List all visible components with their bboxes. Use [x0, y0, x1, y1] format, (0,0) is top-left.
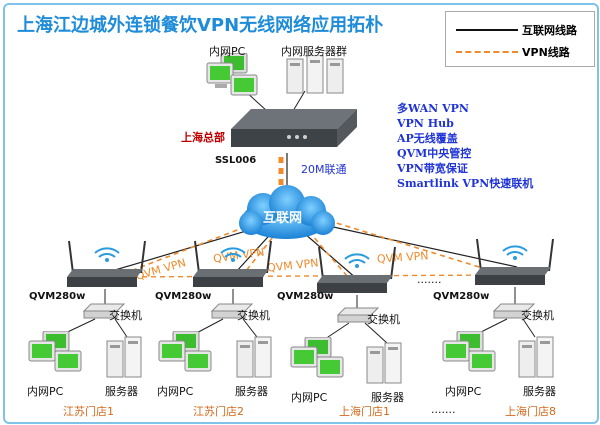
feature-item: Smartlink VPN快速联机 [397, 177, 534, 190]
bottom-ellipsis: ....... [431, 403, 456, 416]
router-wifi-icon [317, 246, 396, 293]
hq-pc-label: 内网PC [209, 45, 246, 58]
vpn-line-4 [316, 216, 506, 276]
feature-item: 多WAN VPN [397, 102, 469, 115]
store-name: 上海门店8 [505, 405, 556, 418]
switch-label: 交换机 [237, 309, 270, 322]
branch-pc-label: 内网PC [445, 385, 482, 398]
feature-item: QVM中央管控 [397, 147, 472, 160]
hq-device-label: SSL006 [215, 155, 257, 166]
branch-server-label: 服务器 [523, 385, 556, 398]
branch-router-label: QVM280w [155, 291, 212, 302]
store-name: 上海门店1 [339, 405, 390, 418]
legend: 互联网线路 VPN线路 [445, 11, 595, 67]
legend-vpn-swatch [456, 51, 518, 53]
branch-server-label: 服务器 [371, 391, 404, 404]
branch-router-1 [65, 237, 149, 289]
vpn-line-2 [240, 226, 282, 278]
vpn-line-5 [114, 274, 506, 278]
pc-cluster-icon [442, 331, 496, 372]
diagram-title: 上海江边城外连锁餐饮VPN无线网络应用拓朴 [17, 15, 384, 36]
branch-server-label: 服务器 [105, 385, 138, 398]
branch-router-3 [315, 243, 399, 295]
branch-router-4 [473, 235, 557, 287]
legend-vpn: VPN线路 [452, 42, 592, 60]
server-cluster-icon [518, 336, 554, 378]
internet-cloud-icon [239, 185, 335, 239]
hq-server-link [292, 90, 306, 112]
branch-pc-label: 内网PC [27, 385, 64, 398]
hq-server-label: 内网服务器群 [281, 45, 347, 58]
server-cluster-icon [106, 336, 142, 378]
feature-item: AP无线覆盖 [397, 132, 458, 145]
router-wifi-icon [475, 238, 554, 285]
hq-pc-icon [206, 53, 258, 96]
store-name: 江苏门店1 [63, 405, 114, 418]
hq-router-icon [231, 109, 357, 147]
legend-internet: 互联网线路 [452, 20, 592, 38]
branch-router-label: QVM280w [277, 291, 334, 302]
vpn-line-3 [304, 226, 354, 284]
switch-label: 交换机 [367, 313, 400, 326]
router-wifi-icon [67, 240, 146, 287]
branch3-server-link [364, 322, 388, 344]
hq-name: 上海总部 [181, 131, 225, 144]
switch-icon [493, 303, 535, 319]
store-name: 江苏门店2 [193, 405, 244, 418]
pc-cluster-icon [28, 331, 82, 372]
feature-item: VPN带宽保证 [397, 162, 468, 175]
server-cluster-icon [366, 342, 402, 384]
branch1-server-link [114, 318, 128, 338]
hq-uplink-label: 20M联通 [301, 163, 347, 176]
branch-server-label: 服务器 [235, 385, 268, 398]
branch-pc-label: 内网PC [157, 385, 194, 398]
server-cluster-icon [236, 336, 272, 378]
internet-label: 互联网 [263, 211, 303, 226]
branch2-server-link [242, 318, 258, 338]
branch-router-2 [191, 237, 275, 289]
diagram-frame: 上海江边城外连锁餐饮VPN无线网络应用拓朴 互联网线路 VPN线路 内网PC 内… [3, 3, 599, 424]
legend-vpn-label: VPN线路 [522, 46, 570, 59]
middle-ellipsis: ....... [417, 273, 442, 286]
switch-label: 交换机 [521, 309, 554, 322]
branch4-server-link [522, 318, 536, 338]
branch-pc-label: 内网PC [291, 391, 328, 404]
pc-cluster-icon [290, 337, 344, 378]
legend-internet-label: 互联网线路 [522, 24, 577, 37]
internet-line-branch-4 [314, 222, 518, 268]
branch-router-label: QVM280w [29, 291, 86, 302]
switch-icon [83, 303, 125, 319]
pc-cluster-icon [158, 331, 212, 372]
switch-label: 交换机 [109, 309, 142, 322]
router-wifi-icon [193, 240, 272, 287]
switch-icon [337, 307, 379, 323]
feature-list: 多WAN VPN VPN Hub AP无线覆盖 QVM中央管控 VPN带宽保证 … [397, 101, 533, 191]
hq-server-icon [286, 55, 344, 94]
branch-router-label: QVM280w [433, 291, 490, 302]
switch-icon [211, 303, 253, 319]
feature-item: VPN Hub [397, 117, 454, 130]
legend-internet-swatch [456, 29, 518, 31]
